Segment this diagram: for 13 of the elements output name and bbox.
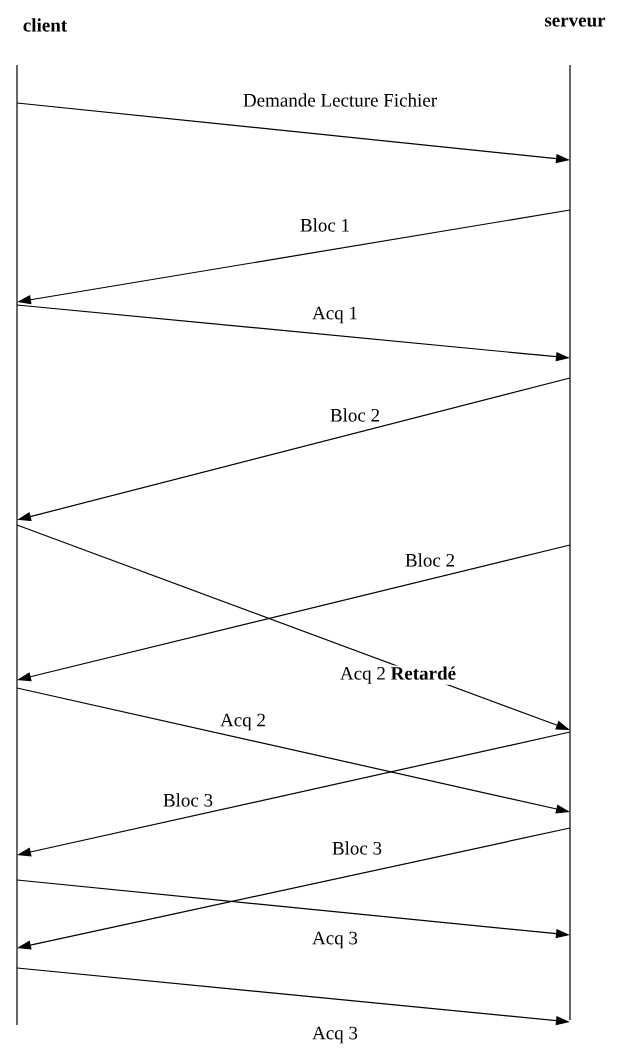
edge-label: Bloc 1 (298, 217, 352, 233)
lifeline: serveur (545, 17, 606, 1021)
edge-label: Bloc 2 (403, 552, 457, 568)
lifeline: client (16, 18, 68, 1026)
edge-label: Bloc 2 (328, 407, 382, 423)
edge-label: Acq 3 (311, 930, 359, 950)
edge-label: Acq 3 (311, 1025, 359, 1045)
edge-label: Acq 2 Retardé (338, 665, 458, 685)
edge-label: Bloc 3 (161, 792, 215, 808)
edge-label: Acq 1 (311, 305, 359, 325)
edge-label: Bloc 3 (330, 840, 384, 856)
edge-label: Demande Lecture Fichier (241, 92, 439, 108)
edge-label: Acq 2 (219, 712, 267, 732)
